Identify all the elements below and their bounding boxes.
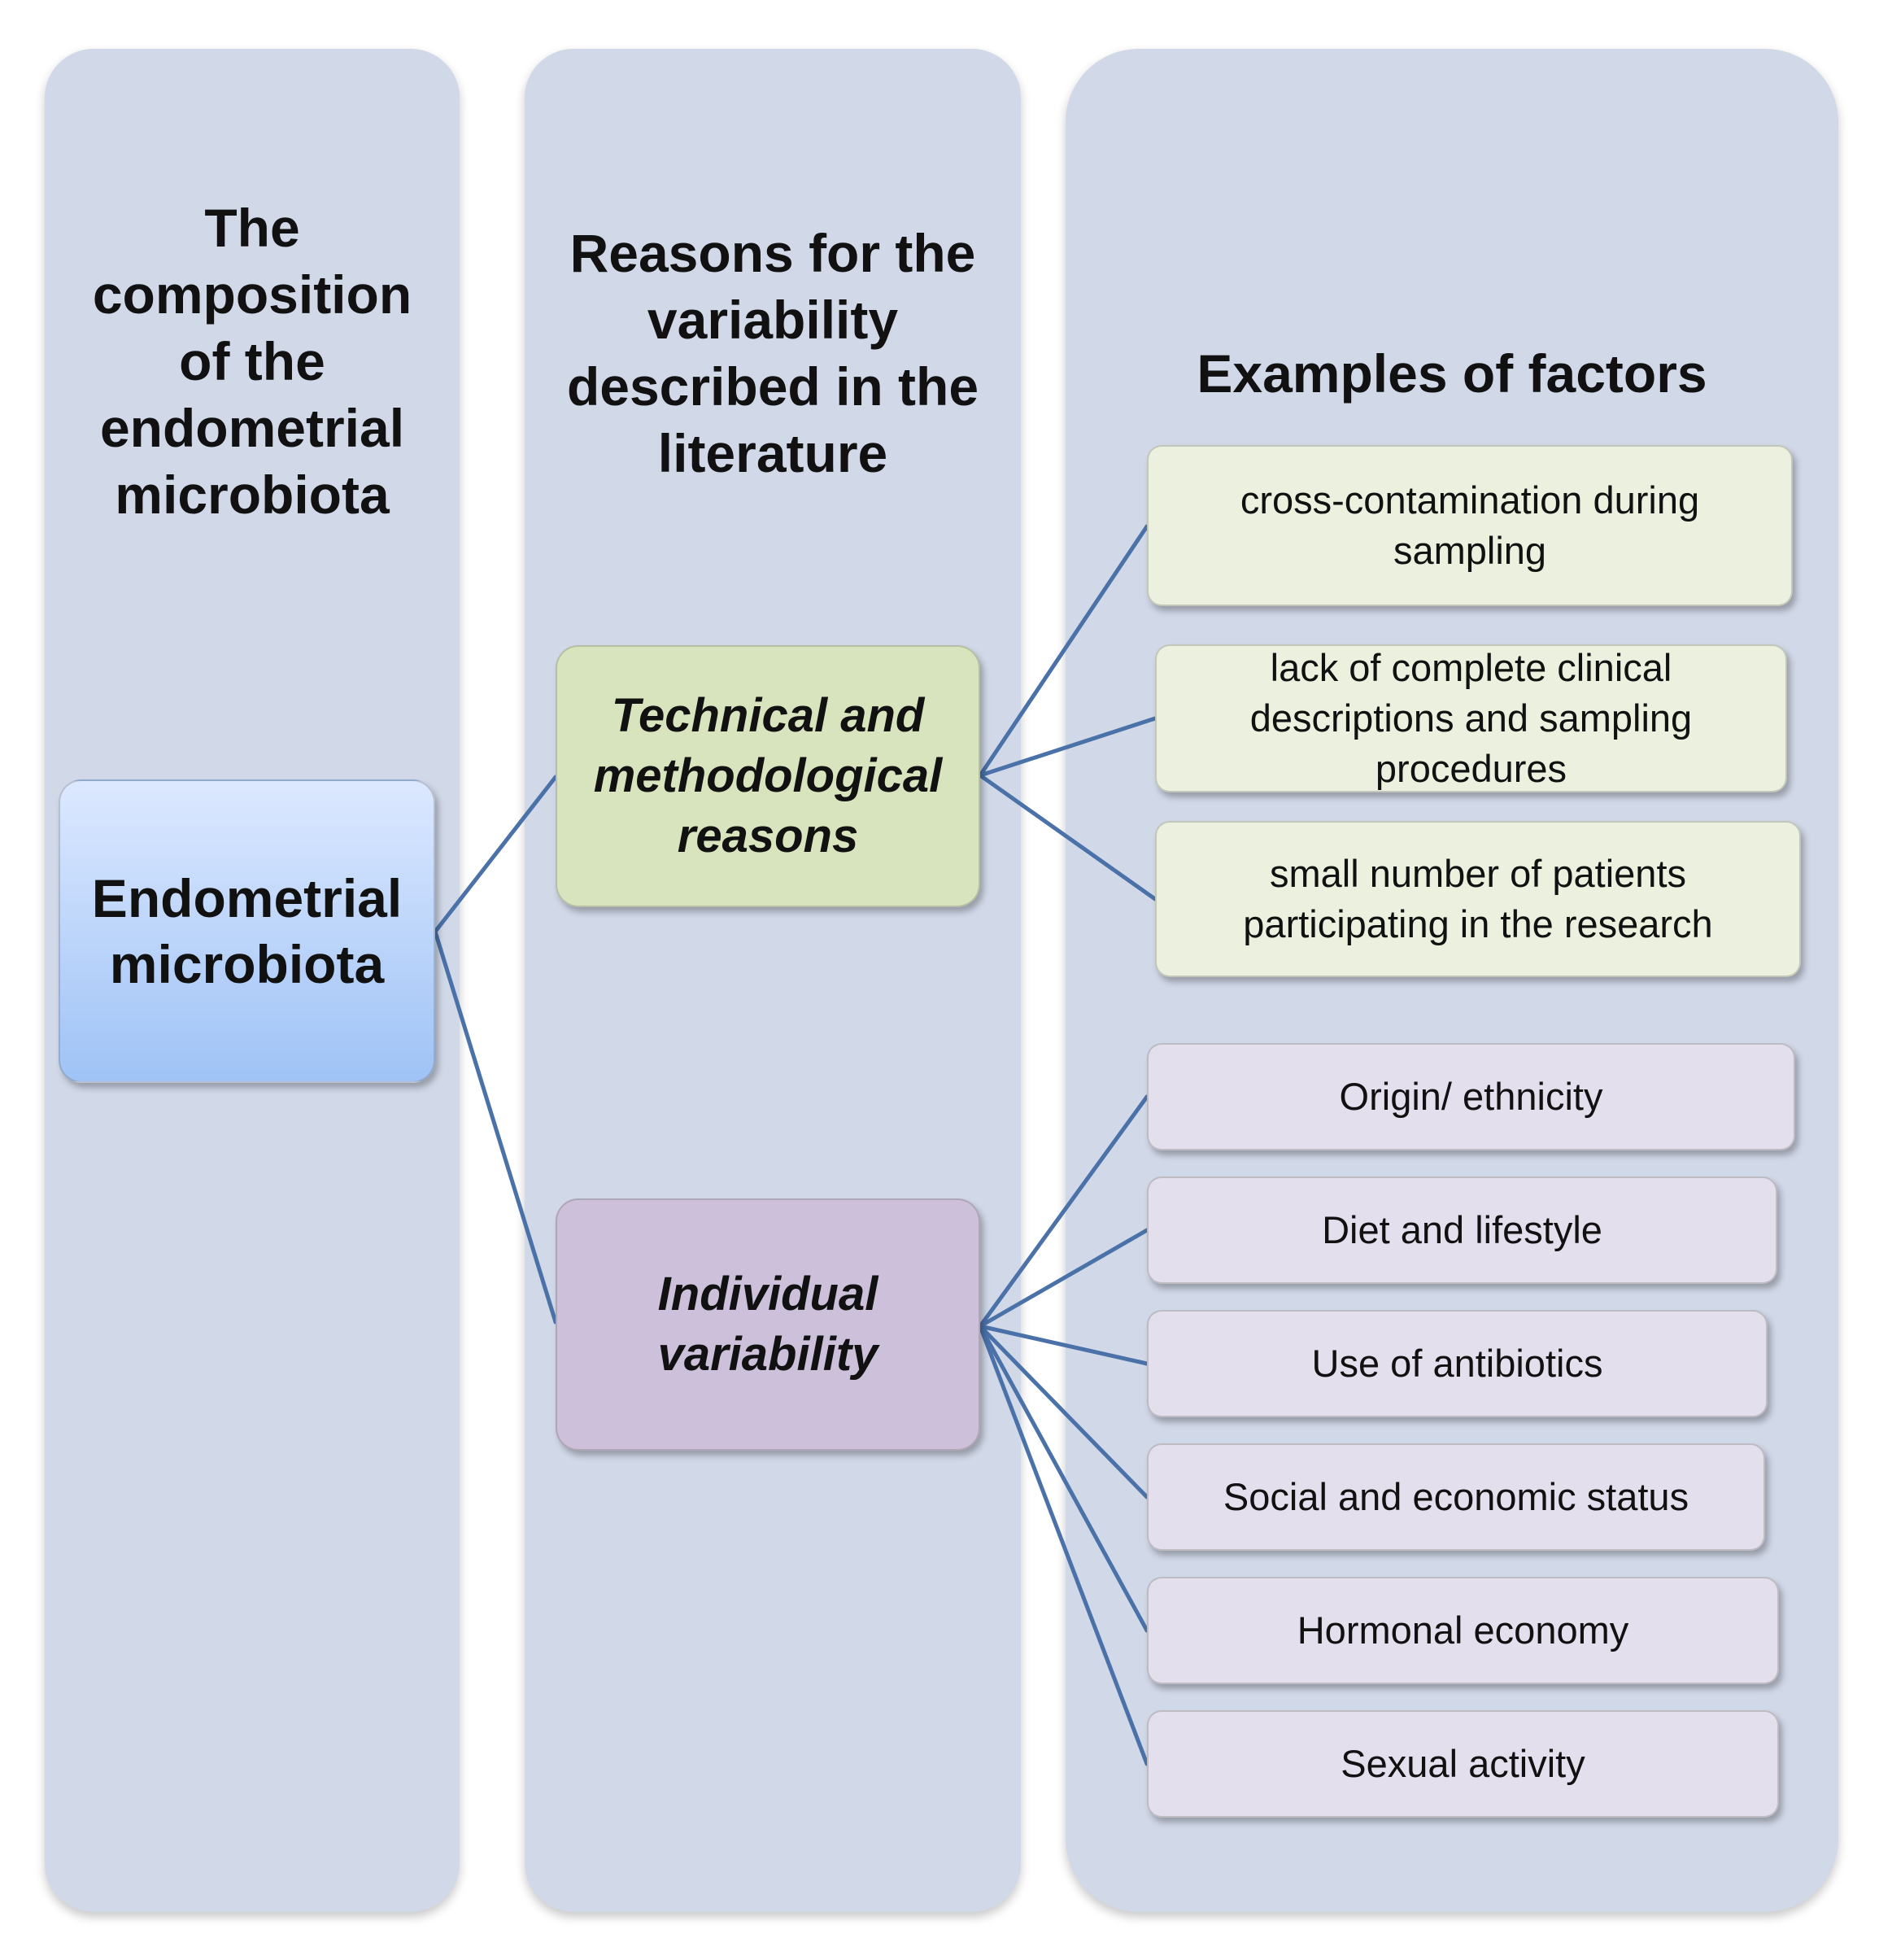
example-technical-1: cross-contamination during sampling [1147, 445, 1793, 606]
column-header-composition: The composition of the endometrial micro… [92, 198, 412, 525]
reason-node-individual: Individual variability [556, 1198, 980, 1451]
example-technical-2: lack of complete clinical descriptions a… [1155, 644, 1787, 792]
example-individual-1: Origin/ ethnicity [1147, 1043, 1795, 1150]
example-individual-5: Hormonal economy [1147, 1577, 1779, 1684]
example-individual-4: Social and economic status [1147, 1443, 1765, 1551]
column-header-reasons: Reasons for the variability described in… [566, 223, 979, 483]
example-individual-6: Sexual activity [1147, 1710, 1779, 1818]
reason-node-technical: Technical and methodological reasons [556, 645, 980, 907]
example-technical-3: small number of patients participating i… [1155, 821, 1801, 977]
root-node-endometrial-microbiota: Endometrial microbiota [59, 779, 435, 1083]
example-individual-3: Use of antibiotics [1147, 1310, 1768, 1417]
example-individual-2: Diet and lifestyle [1147, 1176, 1777, 1284]
column-header-examples: Examples of factors [1197, 343, 1707, 404]
column-reasons: Reasons for the variability described in… [525, 49, 1021, 1912]
